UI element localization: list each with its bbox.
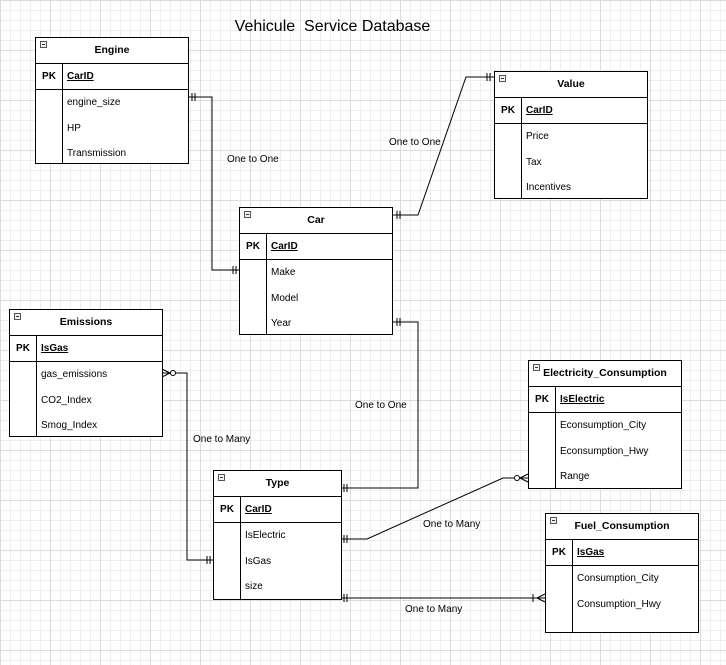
entity-title: Electricity_Consumption — [543, 367, 667, 379]
attribute: HP — [67, 122, 81, 134]
entity-emissions[interactable]: Emissions PK IsGas gas_emissions CO2_Inde… — [9, 309, 163, 437]
collapse-icon[interactable] — [533, 364, 540, 371]
attribute: Econsumption_Hwy — [560, 445, 649, 457]
attribute: engine_size — [67, 97, 121, 108]
collapse-icon[interactable] — [40, 41, 47, 48]
entity-title: Value — [557, 78, 585, 90]
entity-car[interactable]: Car PK CarID Make Model Year — [239, 207, 393, 335]
primary-key: CarID — [526, 105, 553, 116]
attribute: Incentives — [526, 182, 572, 193]
entity-type[interactable]: Type PK CarID IsElectric IsGas size — [213, 470, 342, 600]
entity-title: Car — [307, 214, 325, 226]
primary-key: IsElectric — [560, 394, 605, 405]
primary-key: CarID — [271, 241, 298, 252]
attribute: Tax — [526, 156, 542, 168]
entity-title: Type — [265, 477, 290, 489]
pk-label: PK — [36, 64, 63, 89]
attribute: Year — [271, 318, 292, 329]
attribute: Model — [271, 292, 299, 304]
collapse-icon[interactable] — [14, 313, 21, 320]
attribute: size — [245, 581, 263, 592]
entity-title: Emissions — [59, 316, 113, 328]
entity-electricity-consumption[interactable]: Electricity_Consumption PK IsElectric Eco… — [528, 360, 682, 489]
edge-engine-car — [188, 96, 240, 271]
diagram-title: Vehicule Service Database — [234, 18, 431, 35]
pk-label: PK — [546, 540, 573, 565]
collapse-icon[interactable] — [218, 474, 225, 481]
attribute: CO2_Index — [41, 394, 92, 406]
relationship-label: One to One — [355, 400, 407, 411]
attribute: Transmission — [67, 148, 127, 159]
collapse-icon[interactable] — [244, 211, 251, 218]
attribute: Consumption_City — [577, 573, 659, 584]
attribute: Econsumption_City — [560, 420, 647, 431]
entity-title: Fuel_Consumption — [574, 520, 670, 532]
collapse-icon[interactable] — [550, 517, 557, 524]
relationship-label: One to One — [389, 137, 441, 148]
pk-label: PK — [495, 98, 522, 123]
attribute: Make — [271, 267, 296, 278]
pk-label: PK — [240, 234, 267, 259]
attribute: Range — [560, 471, 590, 482]
attribute: Smog_Index — [41, 420, 98, 431]
entity-title: Engine — [94, 44, 130, 56]
attribute: IsGas — [245, 555, 272, 567]
pk-label: PK — [214, 497, 241, 522]
collapse-icon[interactable] — [499, 75, 506, 82]
attribute: gas_emissions — [41, 369, 108, 380]
entity-engine[interactable]: Engine PK CarID engine_size HP Transmissi… — [35, 37, 189, 164]
pk-label: PK — [10, 336, 37, 361]
primary-key: CarID — [67, 71, 94, 82]
primary-key: IsGas — [577, 547, 605, 558]
pk-label: PK — [529, 387, 556, 412]
relationship-label: One to Many — [193, 434, 251, 445]
attribute: IsElectric — [245, 530, 286, 541]
attribute: Price — [526, 131, 549, 142]
edge-car-value — [393, 76, 494, 216]
edge-car-type — [341, 321, 419, 489]
relationship-label: One to Many — [423, 519, 481, 530]
entity-value[interactable]: Value PK CarID Price Tax Incentives — [494, 71, 648, 199]
attribute: Consumption_Hwy — [577, 598, 661, 610]
relationship-label: One to One — [227, 154, 279, 165]
relationship-label: One to Many — [405, 604, 463, 615]
primary-key: IsGas — [41, 343, 69, 354]
entity-fuel-consumption[interactable]: Fuel_Consumption PK IsGas Consumption_Cit… — [545, 513, 699, 633]
edge-emissions-type — [162, 372, 214, 561]
primary-key: CarID — [245, 504, 272, 515]
